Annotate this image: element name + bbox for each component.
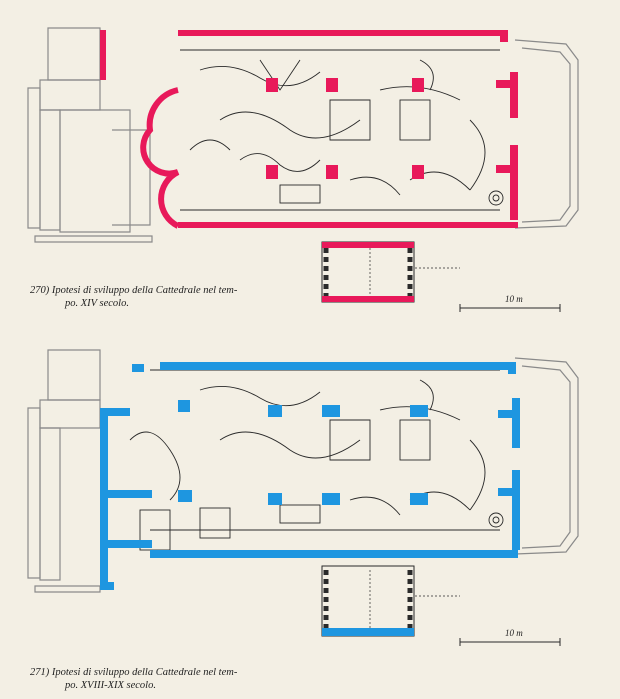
caption-line: po. XIV secolo. bbox=[65, 298, 129, 309]
plan-figure-270: 10 m 270) Ipotesi di sviluppo della Catt… bbox=[0, 0, 620, 330]
scale-bar-271 bbox=[459, 638, 561, 646]
interior-details bbox=[180, 49, 504, 211]
porch-xviii-xix bbox=[321, 565, 460, 637]
scale-label: 10 m bbox=[505, 628, 523, 638]
scale-bar-270 bbox=[459, 304, 561, 312]
figure-caption-271: 271) Ipotesi di sviluppo della Cattedral… bbox=[30, 666, 237, 692]
figure-caption-270: 270) Ipotesi di sviluppo della Cattedral… bbox=[30, 284, 237, 310]
caption-line: po. XVIII-XIX secolo. bbox=[65, 680, 156, 691]
apse-wall-xiv bbox=[140, 87, 180, 229]
caption-line: 270) Ipotesi di sviluppo della Cattedral… bbox=[30, 285, 238, 296]
highlighted-walls-xviii-xix bbox=[100, 362, 520, 590]
interior-details bbox=[129, 369, 504, 551]
west-annex-outline bbox=[27, 27, 153, 243]
cathedral-plan-xiv bbox=[27, 27, 579, 312]
cathedral-plan-xviii-xix bbox=[27, 349, 579, 646]
scale-label: 10 m bbox=[505, 294, 523, 304]
east-outer-wall bbox=[514, 39, 579, 229]
caption-line: 271) Ipotesi di sviluppo della Cattedral… bbox=[30, 667, 238, 678]
plan-figure-271: 10 m 271) Ipotesi di sviluppo della Catt… bbox=[0, 330, 620, 699]
east-outer-wall bbox=[514, 357, 579, 555]
highlighted-walls-xiv bbox=[100, 30, 518, 228]
porch-xiv bbox=[321, 241, 460, 303]
west-annex-outline bbox=[27, 349, 101, 593]
